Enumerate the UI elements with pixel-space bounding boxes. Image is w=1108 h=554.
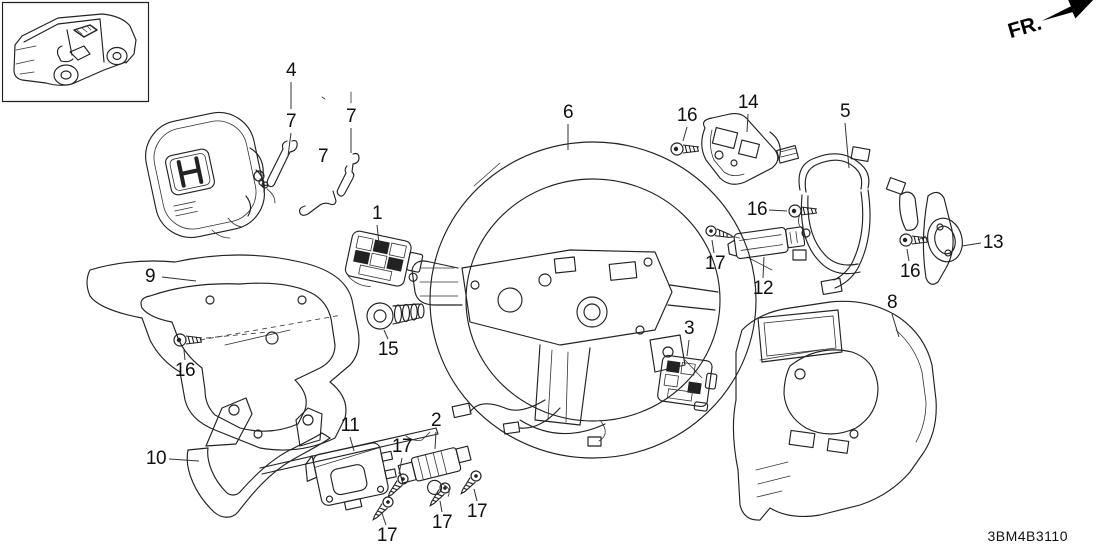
garnish-part-9 xyxy=(87,255,359,450)
switch-part-13 xyxy=(918,192,967,284)
harness-part-5 xyxy=(777,146,918,295)
leader-line xyxy=(763,257,764,278)
fr-direction-indicator: FR. xyxy=(1003,0,1101,44)
switch-housing-part-11 xyxy=(302,440,401,517)
leader-line xyxy=(169,459,199,461)
leader-line xyxy=(184,350,185,360)
leader-line xyxy=(288,133,291,156)
leader-line xyxy=(440,501,442,512)
leader-line xyxy=(474,489,477,501)
switch-part-3 xyxy=(656,355,718,412)
leader-line xyxy=(892,314,899,337)
screw-parts-17 xyxy=(368,224,747,524)
fr-arrow-icon xyxy=(1041,0,1095,21)
cover-part-10 xyxy=(187,398,438,517)
screw-parts-16 xyxy=(173,142,929,347)
leader-line xyxy=(962,243,981,246)
airbag-module-part-4 xyxy=(139,106,275,244)
switch-part-2 xyxy=(397,444,478,506)
leader-line xyxy=(747,114,748,132)
switch-part-1 xyxy=(343,230,425,296)
leader-line xyxy=(687,340,689,356)
leader-line xyxy=(382,513,386,525)
steering-wheel-part-6 xyxy=(412,142,772,458)
leader-line xyxy=(769,210,787,211)
leader-line xyxy=(350,437,354,451)
leader-line xyxy=(712,240,714,253)
leader-line xyxy=(683,127,687,141)
body-cover-part-8 xyxy=(733,301,936,520)
vehicle-inset xyxy=(3,3,149,102)
clip-parts-7 xyxy=(259,92,359,215)
leader-line xyxy=(435,432,436,449)
leader-line xyxy=(384,330,388,339)
leader-line xyxy=(907,249,909,261)
bolt-part-15 xyxy=(367,303,424,329)
leader-line xyxy=(377,225,379,244)
leader-lines xyxy=(162,82,981,525)
leader-line xyxy=(845,123,849,168)
drawing-code: 3BM4B3110 xyxy=(987,528,1068,544)
leader-line xyxy=(399,458,402,474)
leader-line xyxy=(162,277,196,281)
paddle-switch-part-14 xyxy=(702,114,781,185)
